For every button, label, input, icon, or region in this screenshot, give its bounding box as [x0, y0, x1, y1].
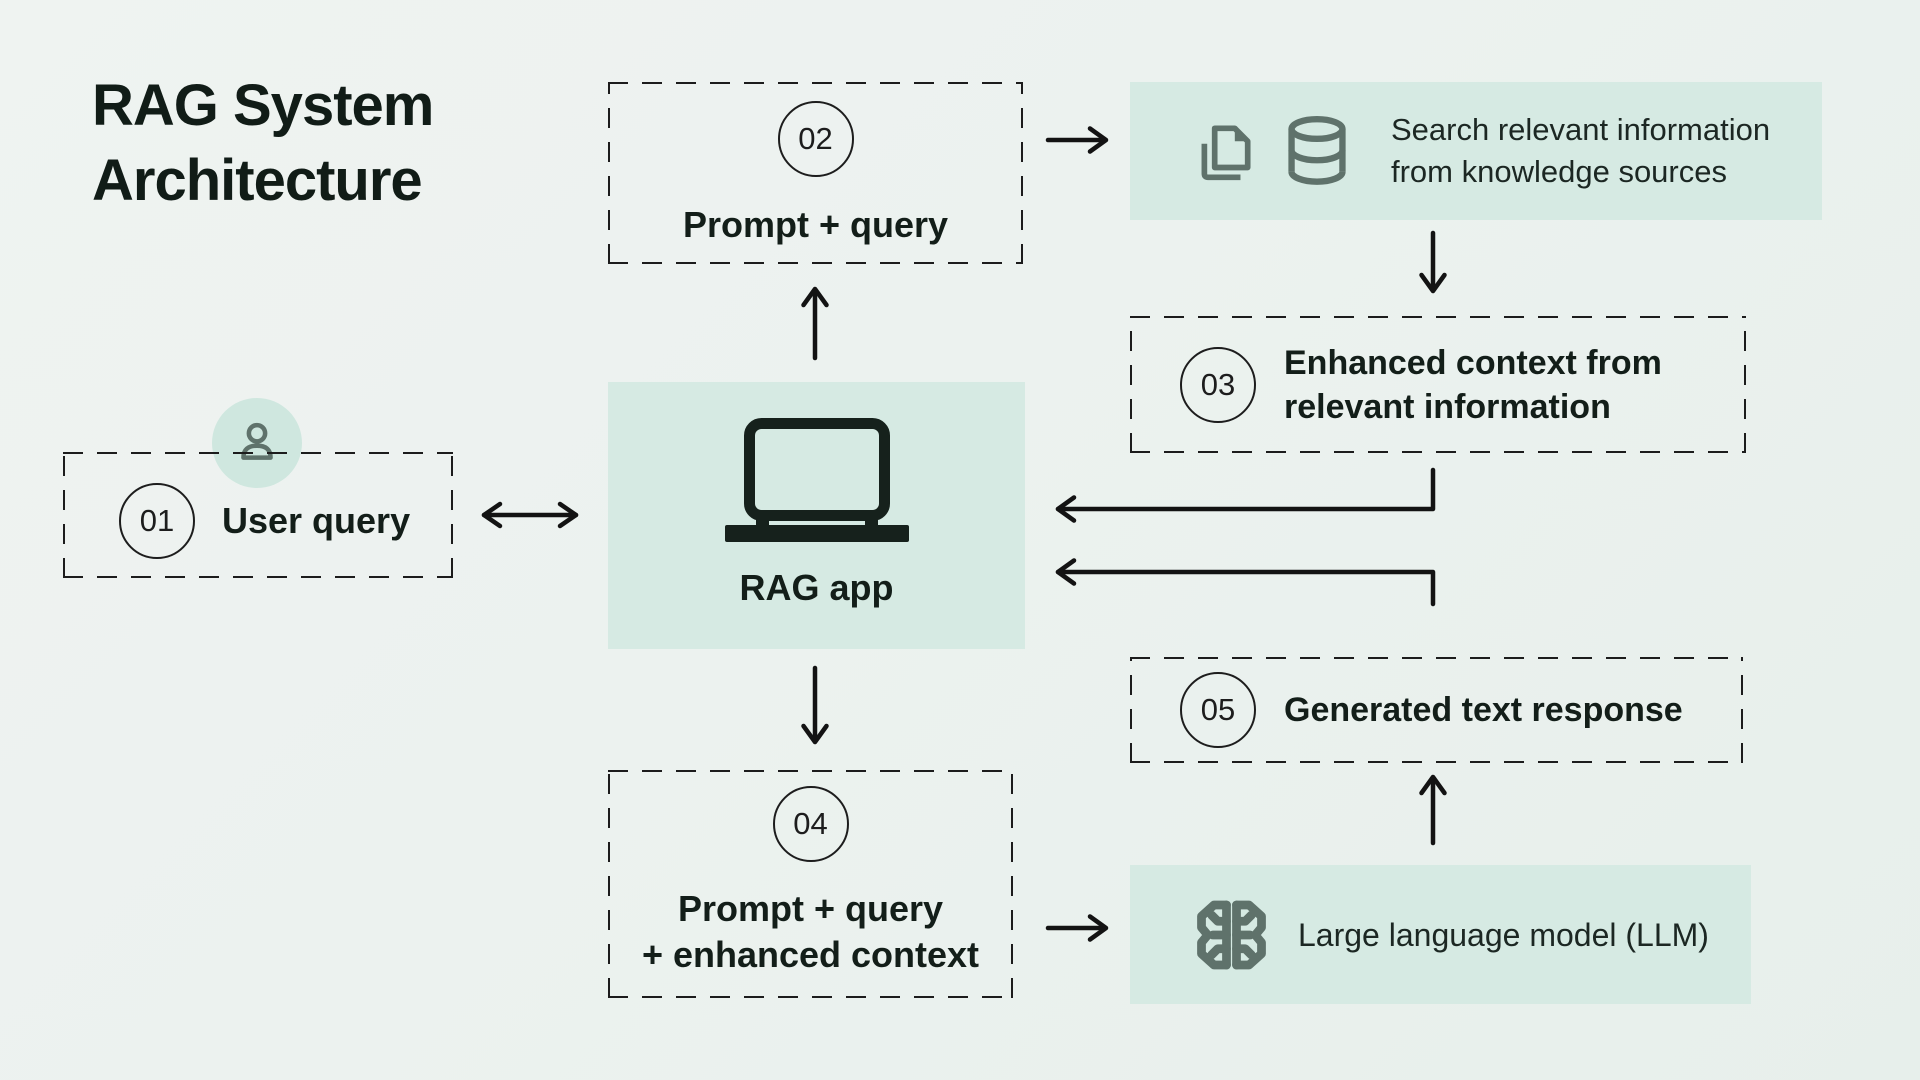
- arrow-search-context: [1419, 230, 1447, 294]
- arrow-rag-prompt-context: [801, 665, 829, 745]
- node-label: Prompt + query: [682, 204, 949, 245]
- node-user-query: 01 User query: [63, 452, 453, 578]
- arrow-prompt-search: [1045, 126, 1109, 154]
- node-label: Generated text response: [1284, 691, 1683, 729]
- label-line-1: Enhanced context from: [1284, 343, 1662, 382]
- step-number: 03: [1200, 366, 1236, 402]
- node-label: Prompt + query + enhanced context: [642, 886, 979, 978]
- arrow-response-rag: [1055, 558, 1436, 607]
- step-number: 05: [1200, 692, 1236, 727]
- node-llm: Large language model (LLM): [1130, 865, 1751, 1004]
- node-search-knowledge: Search relevant information from knowled…: [1130, 82, 1822, 220]
- step-number: 02: [798, 121, 833, 156]
- node-label: Large language model (LLM): [1298, 916, 1709, 953]
- node-label: Enhanced context from relevant informati…: [1284, 341, 1662, 429]
- step-number-badge: 04: [772, 786, 849, 862]
- step-number-badge: 05: [1180, 672, 1256, 748]
- label-line-2: relevant information: [1284, 387, 1611, 426]
- arrow-prompt-context-llm: [1045, 914, 1109, 942]
- label-line-2: from knowledge sources: [1391, 154, 1727, 189]
- label-line-2: + enhanced context: [641, 934, 980, 975]
- brain-icon: [1197, 900, 1266, 969]
- laptop-icon: [724, 418, 909, 542]
- node-label: RAG app: [739, 567, 894, 608]
- arrow-rag-prompt: [801, 286, 829, 361]
- node-enhanced-context: 03 Enhanced context from relevant inform…: [1130, 316, 1746, 453]
- arrow-context-rag: [1055, 467, 1436, 523]
- title-line-1: RAG System: [92, 73, 434, 138]
- label-line-1: Search relevant information: [1391, 112, 1771, 147]
- node-prompt-query-context: 04 Prompt + query + enhanced context: [608, 770, 1013, 998]
- step-number-badge: 01: [119, 483, 195, 559]
- node-generated-response: 05 Generated text response: [1130, 657, 1743, 763]
- label-line-1: Prompt + query: [677, 888, 944, 929]
- node-label: User query: [222, 500, 411, 541]
- arrow-llm-response: [1419, 774, 1447, 846]
- arrow-user-rag: [481, 501, 579, 529]
- node-label: Search relevant information from knowled…: [1391, 109, 1770, 193]
- node-prompt-query: 02 Prompt + query: [608, 82, 1023, 264]
- user-icon: [241, 422, 273, 460]
- step-number: 01: [139, 503, 175, 538]
- title-line-2: Architecture: [92, 148, 423, 214]
- node-rag-app: RAG app: [608, 382, 1025, 649]
- database-icon: [1288, 116, 1346, 185]
- step-number-badge: 03: [1180, 346, 1256, 423]
- page-title: RAG System Architecture: [92, 68, 522, 219]
- step-number-badge: 02: [777, 101, 854, 177]
- documents-icon: [1201, 125, 1251, 181]
- step-number: 04: [793, 806, 828, 841]
